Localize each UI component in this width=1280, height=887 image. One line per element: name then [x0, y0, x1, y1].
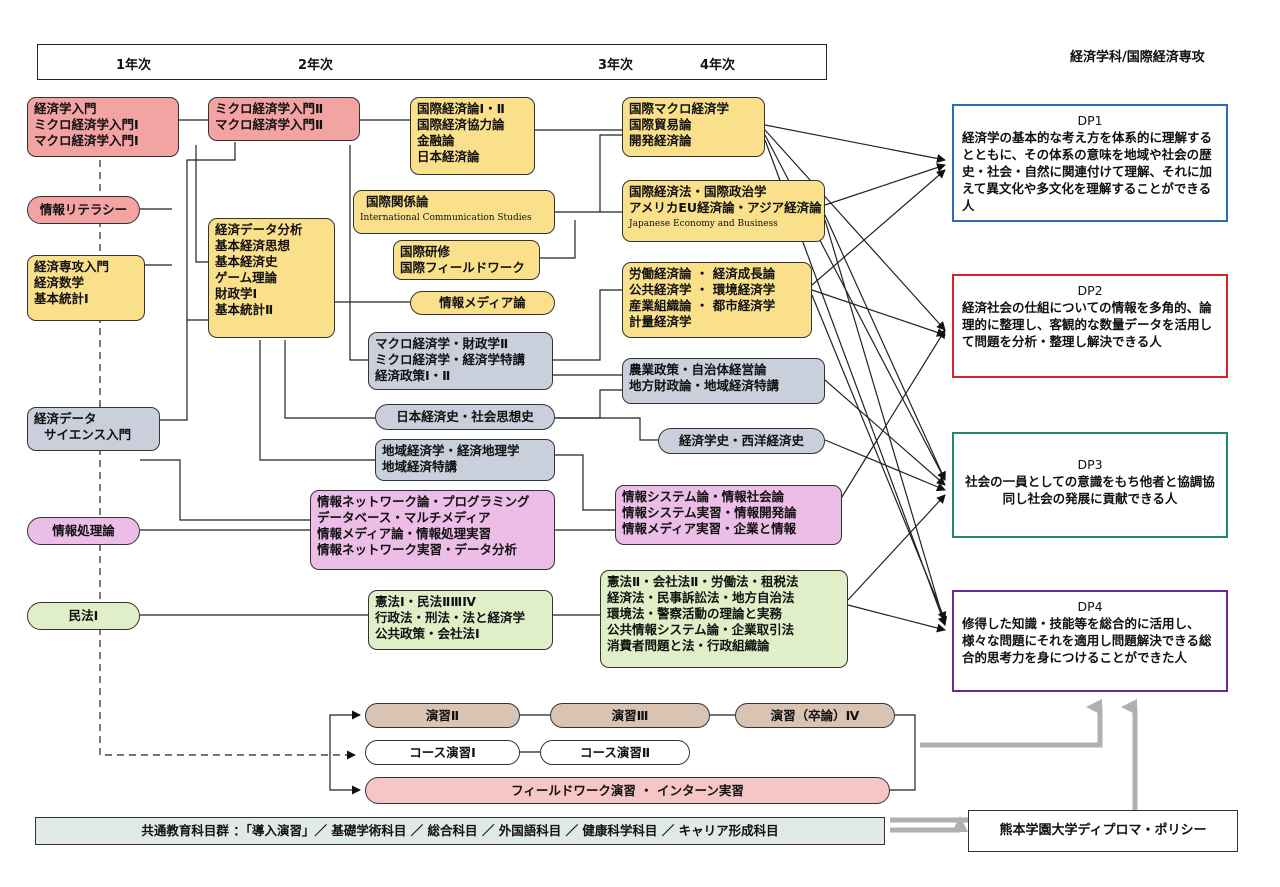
fieldwork-internship: フィールドワーク演習 ・ インターン実習: [365, 777, 890, 804]
seminar-4: 演習（卒論）Ⅳ: [735, 703, 895, 728]
course-intl-econ: 国際経済論Ⅰ・Ⅱ 国際経済協力論 金融論 日本経済論: [410, 97, 535, 175]
course-info-literacy: 情報リテラシー: [27, 196, 140, 224]
course-intl-relations: 国際関係論 International Communication Studie…: [353, 190, 555, 234]
dp3-box: DP3 社会の一員としての意識をもち他者と協調協同し社会の発展に貢献できる人: [952, 432, 1228, 538]
year-4: 4年次: [700, 58, 736, 73]
dp2-box: DP2 経済社会の仕組についての情報を多角的、論理的に整理し、客観的な数量データ…: [952, 274, 1228, 378]
dp3-text: 社会の一員としての意識をもち他者と協調協同し社会の発展に貢献できる人: [965, 474, 1215, 506]
course-law: 憲法Ⅰ・民法ⅡⅢⅣ 行政法・刑法・法と経済学 公共政策・会社法Ⅰ: [368, 590, 553, 650]
dp4-text: 修得した知識・技能等を総合的に活用し、様々な問題にそれを適用し問題解決できる総合…: [962, 616, 1212, 665]
dp3-title: DP3: [1077, 457, 1103, 472]
dp1-text: 経済学の基本的な考え方を体系的に理解するとともに、その体系の意味を地域や社会の歴…: [962, 130, 1213, 213]
course-jp-econ-history: 日本経済史・社会思想史: [375, 404, 555, 430]
course-data-science: 経済データ サイエンス入門: [27, 407, 160, 451]
course-civil-law: 民法Ⅰ: [27, 602, 140, 630]
diploma-policy: 熊本学園大学ディプロマ・ポリシー: [968, 810, 1238, 852]
year-header: 1年次 2年次 3年次 4年次: [37, 44, 827, 80]
course-labor-econ: 労働経済論 ・ 経済成長論 公共経済学 ・ 環境経済学 産業組織論 ・ 都市経済…: [622, 262, 812, 338]
dp2-text: 経済社会の仕組についての情報を多角的、論理的に整理し、客観的な数量データを活用し…: [962, 300, 1213, 349]
dashed-path: [99, 160, 356, 760]
course-micro-intro-2: ミクロ経済学入門Ⅱ マクロ経済学入門Ⅱ: [208, 97, 360, 141]
course-agri-policy: 農業政策・自治体経営論 地方財政論・地域経済特講: [622, 358, 825, 404]
course-info-network: 情報ネットワーク論・プログラミング データベース・マルチメディア 情報メディア論…: [310, 490, 555, 570]
year-1: 1年次: [116, 58, 152, 73]
course-seminar-1: コース演習Ⅰ: [365, 740, 520, 765]
course-econ-major-intro: 経済専攻入門 経済数学 基本統計Ⅰ: [27, 255, 145, 321]
dp1-box: DP1 経済学の基本的な考え方を体系的に理解するとともに、その体系の意味を地域や…: [952, 104, 1228, 222]
seminar-3: 演習Ⅲ: [550, 703, 710, 728]
course-info-system: 情報システム論・情報社会論 情報システム実習・情報開発論 情報メディア実習・企業…: [615, 485, 842, 545]
dp4-title: DP4: [1077, 599, 1103, 614]
course-info-media: 情報メディア論: [410, 291, 555, 315]
year-2: 2年次: [298, 58, 334, 73]
common-education-bar: 共通教育科目群 ：「導入演習」／ 基礎学術科目 ／ 総合科目 ／ 外国語科目 ／…: [35, 817, 885, 845]
seminar-2: 演習Ⅱ: [365, 703, 520, 728]
course-intl-training: 国際研修 国際フィールドワーク: [393, 240, 540, 280]
course-econ-intro: 経済学入門 ミクロ経済学入門Ⅰ マクロ経済学入門Ⅰ: [27, 97, 179, 157]
course-constitution-law: 憲法Ⅱ・会社法Ⅱ・労働法・租税法 経済法・民事訴訟法・地方自治法 環境法・警察活…: [600, 570, 848, 668]
course-regional-econ: 地域経済学・経済地理学 地域経済特講: [375, 439, 555, 481]
course-intl-macro: 国際マクロ経済学 国際貿易論 開発経済論: [622, 97, 765, 157]
dp4-box: DP4 修得した知識・技能等を総合的に活用し、様々な問題にそれを適用し問題解決で…: [952, 590, 1228, 692]
course-econ-history: 経済学史・西洋経済史: [658, 428, 825, 454]
course-macro-finance: マクロ経済学・財政学Ⅱ ミクロ経済学・経済学特講 経済政策Ⅰ・Ⅱ: [368, 332, 553, 390]
year-3: 3年次: [598, 58, 634, 73]
dept-title: 経済学科/国際経済専攻: [1070, 50, 1205, 65]
course-info-processing: 情報処理論: [27, 517, 140, 545]
course-intl-econ-law: 国際経済法・国際政治学 アメリカEU経済論・アジア経済論 Japanese Ec…: [622, 180, 825, 242]
dp2-title: DP2: [1077, 283, 1103, 298]
dp1-title: DP1: [1077, 113, 1103, 128]
course-seminar-2: コース演習Ⅱ: [540, 740, 690, 765]
course-data-analysis: 経済データ分析 基本経済思想 基本経済史 ゲーム理論 財政学Ⅰ 基本統計Ⅱ: [208, 218, 335, 338]
